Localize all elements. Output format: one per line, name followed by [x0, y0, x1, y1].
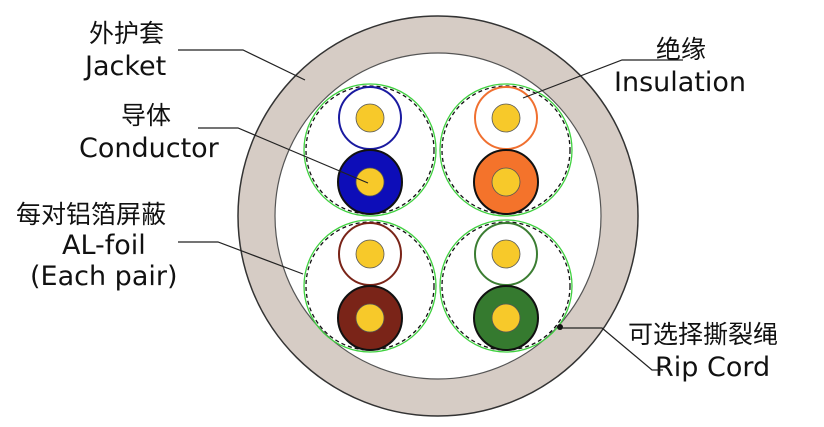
leader-jacket	[178, 49, 306, 81]
pair-brown	[303, 219, 437, 353]
leader-foil	[178, 241, 304, 275]
pair-green	[439, 219, 573, 353]
leader-lines	[178, 49, 683, 371]
label-ripcord-en: Rip Cord	[655, 352, 770, 383]
jacket-outline	[237, 15, 639, 417]
rip-cord	[557, 324, 563, 330]
conductor-solid-blue	[355, 167, 385, 197]
conductor-solid-orange	[491, 167, 521, 197]
pair-blue	[303, 83, 437, 217]
conductor-striped-blue	[355, 103, 385, 133]
conductor-striped-orange	[491, 103, 521, 133]
twisted-pairs	[303, 83, 573, 353]
label-insulation-en: Insulation	[614, 67, 746, 98]
foil-shield-blue	[303, 83, 437, 217]
leader-conductor	[198, 127, 369, 184]
label-foil-cn: 每对铝箔屏蔽	[16, 200, 166, 229]
label-jacket-en: Jacket	[83, 51, 166, 82]
foil-shield-orange	[439, 83, 573, 217]
conductor-striped-brown	[355, 239, 385, 269]
foil-shield-green	[439, 219, 573, 353]
conductor-striped-green	[491, 239, 521, 269]
leader-ripcord	[562, 327, 663, 371]
label-ripcord-cn: 可选择撕裂绳	[628, 320, 778, 349]
label-foil-en2: (Each pair)	[30, 261, 178, 292]
label-jacket-cn: 外护套	[89, 19, 164, 48]
label-insulation-cn: 绝缘	[656, 35, 706, 64]
pair-orange	[439, 83, 573, 217]
conductor-solid-green	[491, 303, 521, 333]
conductor-solid-brown	[355, 303, 385, 333]
label-conductor-cn: 导体	[121, 101, 171, 130]
label-foil-en: AL-foil	[62, 230, 146, 261]
foil-shield-brown	[303, 219, 437, 353]
leader-insulation	[522, 59, 683, 99]
labels: 外护套 Jacket 导体 Conductor 每对铝箔屏蔽 AL-foil (…	[16, 19, 778, 383]
label-conductor-en: Conductor	[79, 133, 220, 164]
